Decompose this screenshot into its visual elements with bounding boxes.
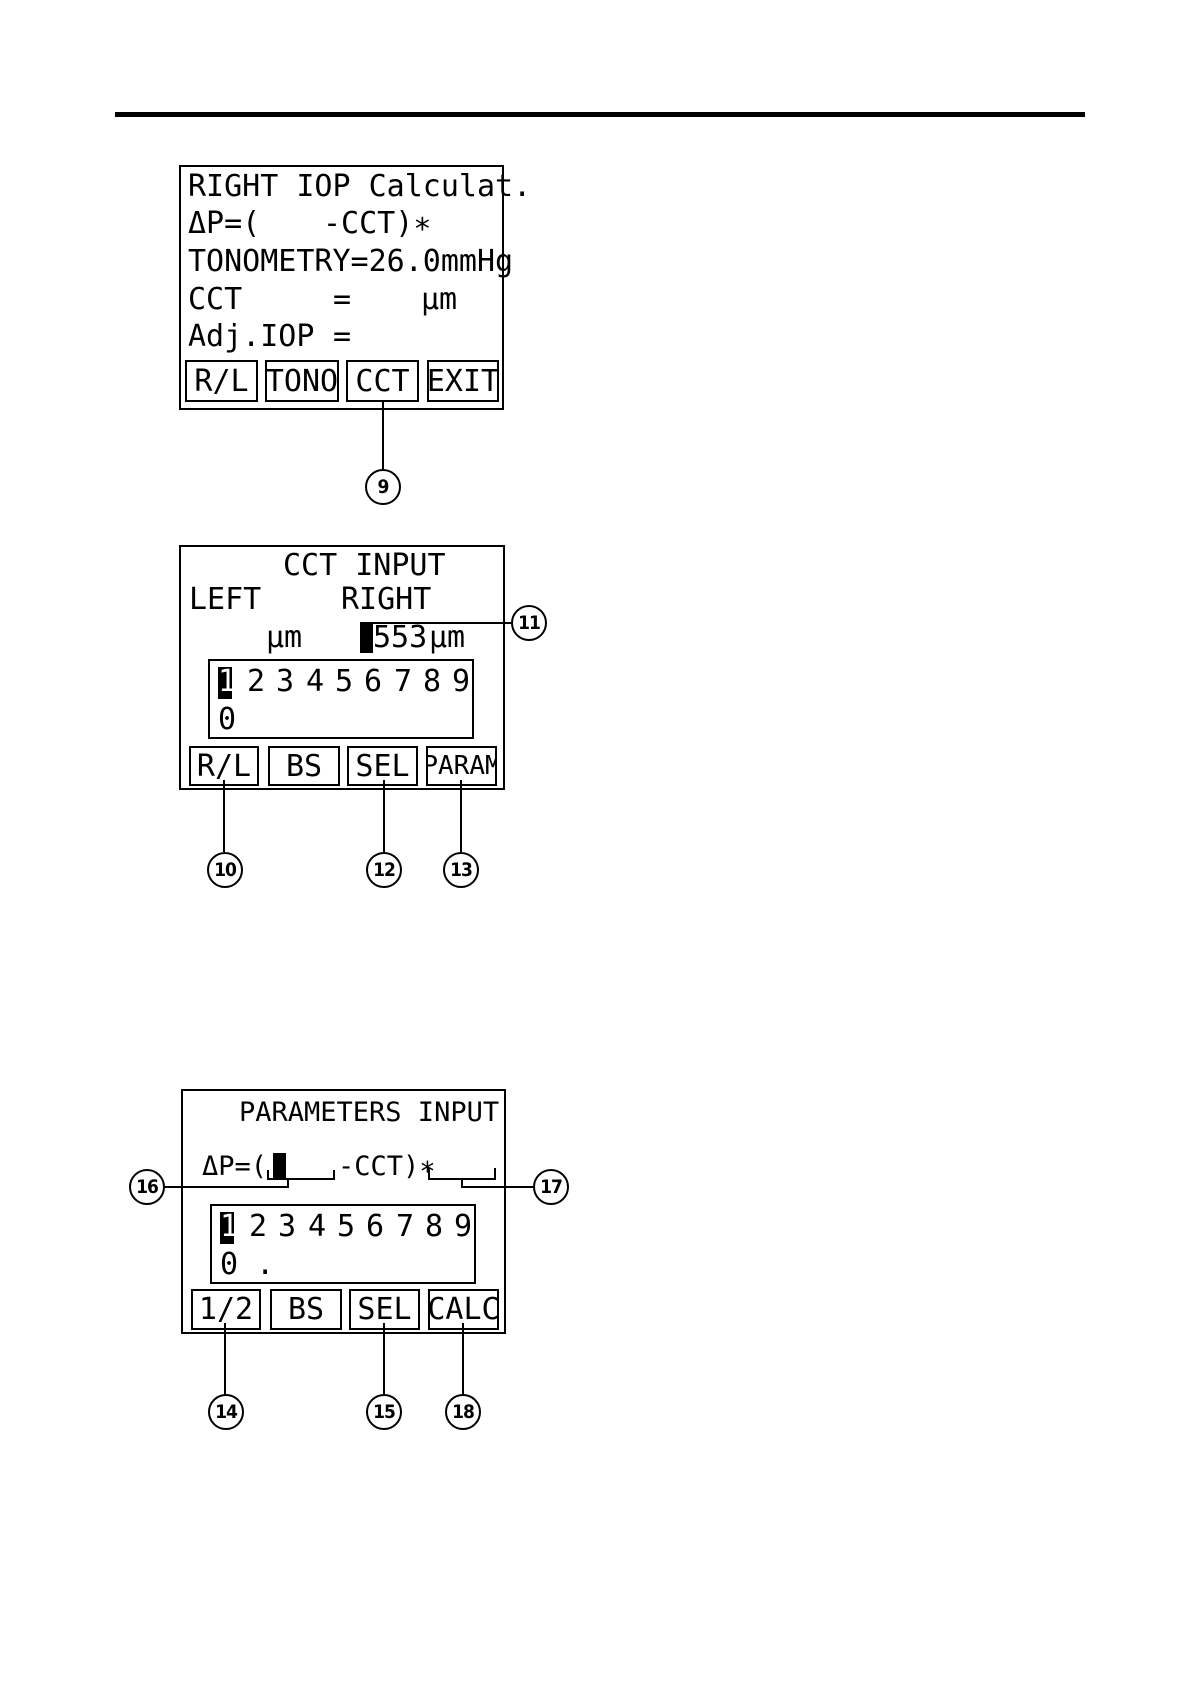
key-2[interactable]: 2 xyxy=(249,1212,267,1242)
param-a-bracket xyxy=(267,1178,335,1180)
key-4[interactable]: 4 xyxy=(308,1212,326,1242)
adj-iop-label: Adj.IOP xyxy=(188,322,314,352)
callout-line-17 xyxy=(461,1186,533,1188)
key-1[interactable]: 1 xyxy=(220,1212,238,1242)
callout-line-11 xyxy=(365,622,511,624)
callout-14: 14 xyxy=(208,1394,244,1430)
key-5[interactable]: 5 xyxy=(337,1212,355,1242)
param-b-bracket-left xyxy=(428,1168,430,1180)
key-9[interactable]: 9 xyxy=(454,1212,472,1242)
param-a-cursor xyxy=(273,1153,286,1180)
callout-16: 16 xyxy=(129,1169,165,1205)
callout-12: 12 xyxy=(366,852,402,888)
key-5[interactable]: 5 xyxy=(335,667,353,697)
callout-10: 10 xyxy=(207,852,243,888)
right-label: RIGHT xyxy=(341,585,431,615)
key-3[interactable]: 3 xyxy=(278,1212,296,1242)
screen-title: PARAMETERS INPUT xyxy=(239,1099,499,1126)
cct-input-screen: CCT INPUT LEFT RIGHT μm 553 μm 1 2 3 4 5… xyxy=(179,545,505,790)
adj-iop-equals: = xyxy=(333,322,351,352)
key-4[interactable]: 4 xyxy=(306,667,324,697)
number-keypad: 1 2 3 4 5 6 7 8 9 0 xyxy=(208,659,474,739)
callout-line-13 xyxy=(460,780,462,852)
right-cct-unit: μm xyxy=(429,623,465,653)
param-a-bracket-left xyxy=(267,1170,269,1180)
formula-prefix: ΔP=( xyxy=(188,209,260,239)
key-3[interactable]: 3 xyxy=(276,667,294,697)
key-0-dot[interactable]: 0 . xyxy=(220,1250,274,1280)
callout-line-12 xyxy=(383,780,385,852)
number-keypad: 1 2 3 4 5 6 7 8 9 0 . xyxy=(210,1204,476,1284)
key-8[interactable]: 8 xyxy=(423,667,441,697)
param-b-bracket-right xyxy=(494,1168,496,1180)
right-cct-value: 553 xyxy=(373,623,427,653)
key-7[interactable]: 7 xyxy=(394,667,412,697)
formula-prefix: ΔP=( xyxy=(202,1153,267,1180)
param-a-bracket-right xyxy=(333,1170,335,1180)
parameters-input-screen: PARAMETERS INPUT ΔP=( -CCT)∗ 1 2 3 4 5 6… xyxy=(181,1089,506,1334)
callout-line-9 xyxy=(382,400,384,470)
exit-button[interactable]: EXIT xyxy=(427,360,499,402)
rl-button[interactable]: R/L xyxy=(185,360,258,402)
iop-calculation-screen: RIGHT IOP Calculat. ΔP=( -CCT)∗ TONOMETR… xyxy=(179,165,504,410)
key-6[interactable]: 6 xyxy=(366,1212,384,1242)
callout-line-10 xyxy=(223,780,225,852)
input-cursor xyxy=(360,622,373,653)
tono-button[interactable]: TONO xyxy=(265,360,339,402)
tonometry-readout: TONOMETRY=26.0mmHg xyxy=(188,247,513,277)
callout-line-15 xyxy=(383,1323,385,1395)
header-rule xyxy=(115,112,1085,117)
cct-equals: = xyxy=(333,285,351,315)
callout-9: 9 xyxy=(365,469,401,505)
key-9[interactable]: 9 xyxy=(452,667,470,697)
screen-title: CCT INPUT xyxy=(283,551,446,581)
key-7[interactable]: 7 xyxy=(396,1212,414,1242)
callout-13: 13 xyxy=(443,852,479,888)
callout-line-18 xyxy=(462,1323,464,1395)
formula-mid: -CCT)∗ xyxy=(338,1153,436,1180)
callout-line-16 xyxy=(163,1186,289,1188)
left-label: LEFT xyxy=(189,585,261,615)
screen-title: RIGHT IOP Calculat. xyxy=(188,172,531,202)
formula-suffix: -CCT)∗ xyxy=(323,209,431,239)
key-2[interactable]: 2 xyxy=(247,667,265,697)
page-toggle-button[interactable]: 1/2 xyxy=(191,1289,261,1330)
key-0[interactable]: 0 xyxy=(218,705,236,735)
cct-button[interactable]: CCT xyxy=(346,360,419,402)
callout-line-14 xyxy=(224,1323,226,1395)
bs-button[interactable]: BS xyxy=(268,746,340,786)
key-8[interactable]: 8 xyxy=(425,1212,443,1242)
callout-18: 18 xyxy=(445,1394,481,1430)
callout-15: 15 xyxy=(366,1394,402,1430)
callout-11: 11 xyxy=(511,605,547,641)
key-6[interactable]: 6 xyxy=(364,667,382,697)
left-cct-unit: μm xyxy=(266,623,302,653)
cct-unit: μm xyxy=(421,285,457,315)
cct-label: CCT xyxy=(188,285,242,315)
bs-button[interactable]: BS xyxy=(270,1289,342,1330)
key-1[interactable]: 1 xyxy=(218,667,236,697)
callout-17: 17 xyxy=(533,1169,569,1205)
